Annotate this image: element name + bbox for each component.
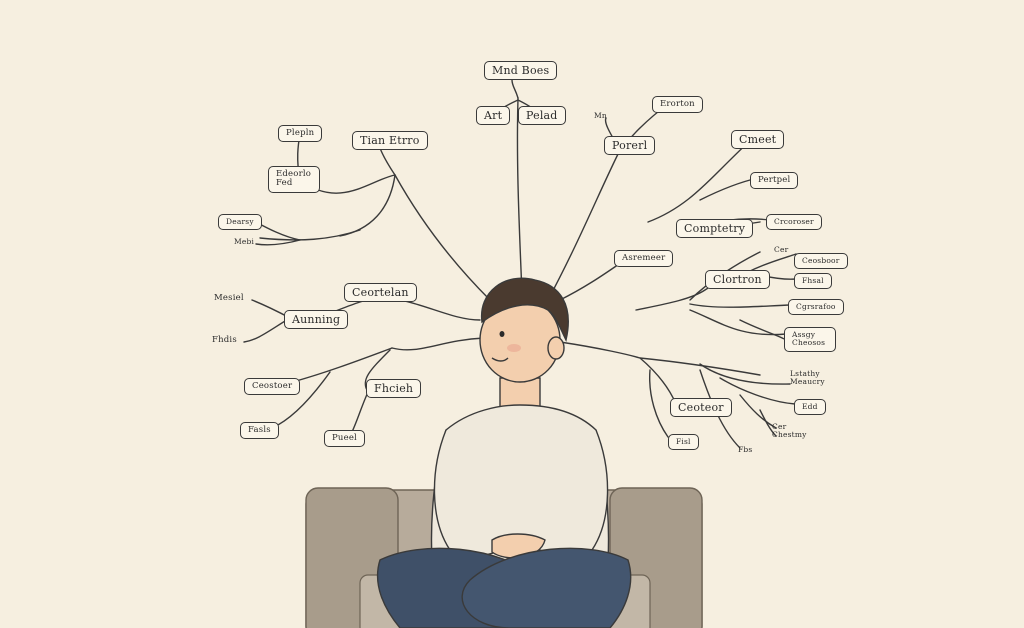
node-fisl: Fisl: [668, 434, 699, 450]
node-plepln: Plepln: [278, 125, 323, 142]
node-mebi: Mebi: [234, 237, 255, 246]
node-ceoteor: Ceoteor: [670, 398, 732, 417]
person: [376, 277, 632, 628]
node-root: Mnd Boes: [484, 61, 558, 80]
node-assgy-cheosos: Assgy Cheosos: [784, 327, 836, 352]
node-aunning: Aunning: [284, 310, 349, 329]
node-porerl: Porerl: [604, 136, 656, 155]
node-tian-etrro: Tian Etrro: [352, 131, 428, 150]
node-pelad: Pelad: [518, 106, 566, 125]
node-cgrsrafoo: Cgrsrafoo: [788, 299, 844, 315]
node-lstathy-meaucry: Lstathy Meaucry: [790, 369, 825, 387]
node-mn: Mn: [594, 111, 607, 120]
node-mesiel: Mesiel: [214, 293, 244, 303]
node-edeorlo-fed: Edeorlo Fed: [268, 166, 320, 193]
node-clortron: Clortron: [705, 270, 770, 289]
node-art: Art: [476, 106, 511, 125]
node-cer: Cer: [774, 245, 789, 254]
node-asremeer: Asremeer: [614, 250, 674, 267]
node-dearsy: Dearsy: [218, 214, 262, 230]
node-ceostoer: Ceostoer: [244, 378, 301, 395]
node-ceortelan: Ceortelan: [344, 283, 417, 302]
node-pertpel: Pertpel: [750, 172, 799, 189]
node-fasls: Fasls: [240, 422, 279, 439]
node-ceosboor: Ceosboor: [794, 253, 848, 269]
node-edd: Edd: [794, 399, 826, 415]
node-cmeet: Cmeet: [731, 130, 785, 149]
node-pueel: Pueel: [324, 430, 365, 447]
node-fhcieh: Fhcieh: [366, 379, 422, 398]
node-fhdis: Fhdis: [212, 335, 237, 345]
node-fhsal: Fhsal: [794, 273, 832, 289]
node-cer-chestmy: Cer Chestmy: [772, 422, 807, 440]
node-erorton: Erorton: [652, 96, 703, 113]
node-comptetry: Comptetry: [676, 219, 754, 238]
node-fbs: Fbs: [738, 445, 753, 454]
node-crcoroser: Crcoroser: [766, 214, 822, 230]
